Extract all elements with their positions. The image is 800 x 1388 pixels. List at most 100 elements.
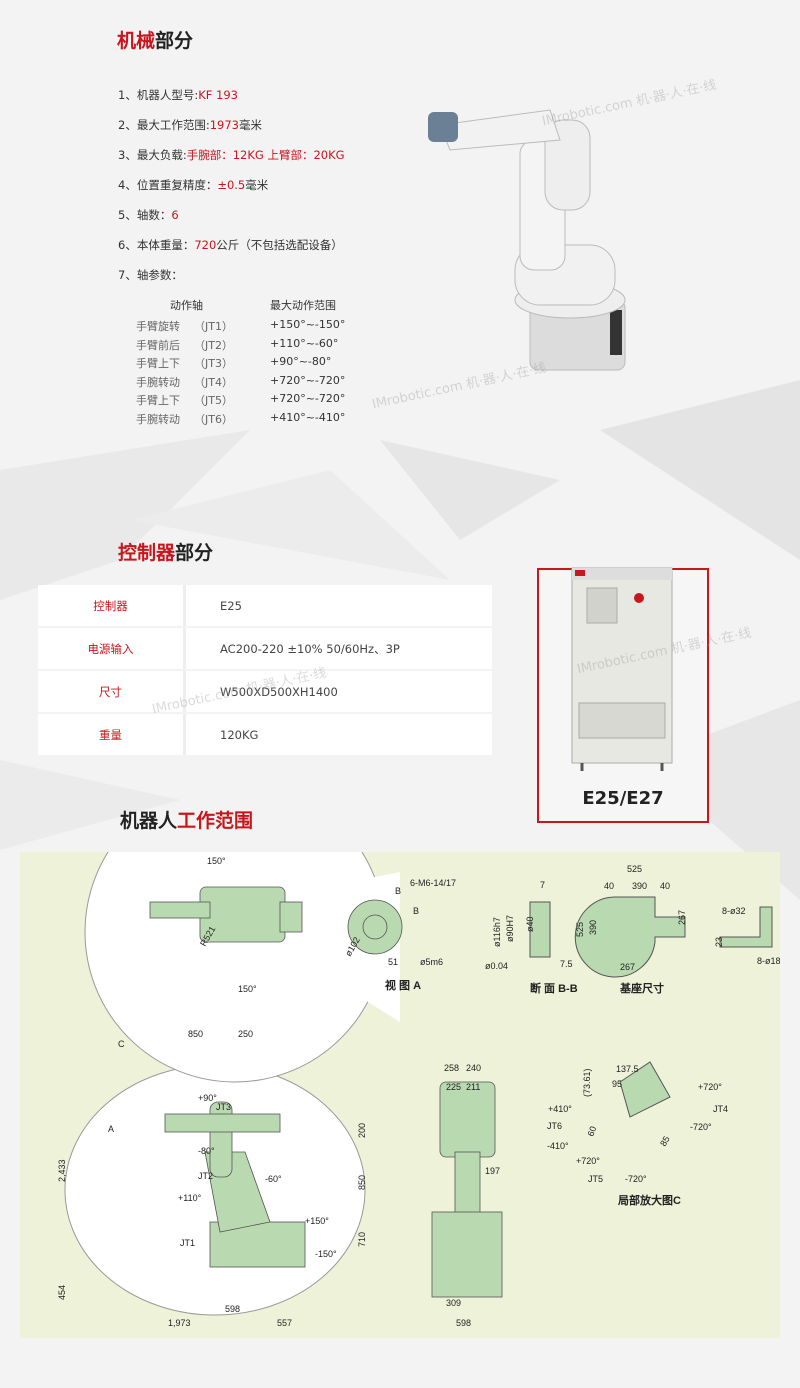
dimension-label: 710 bbox=[357, 1232, 367, 1247]
axis-joint: （JT2） bbox=[194, 338, 233, 352]
dimension-label: 525 bbox=[627, 864, 642, 874]
spec-value: KF 193 bbox=[198, 88, 238, 102]
spec-item: 3、最大负载:手腕部：12KG 上臂部：20KG bbox=[118, 147, 345, 163]
spec-item: 1、机器人型号:KF 193 bbox=[118, 87, 238, 103]
dimension-label: 525 bbox=[575, 922, 585, 937]
dimension-label: 85 bbox=[658, 1134, 672, 1148]
axis-name: 手臂上下 bbox=[136, 394, 180, 407]
dimension-label: +150° bbox=[305, 1216, 329, 1226]
spec-label: 1、机器人型号: bbox=[118, 88, 199, 102]
spec-label: 4、位置重复精度： bbox=[118, 178, 218, 192]
dimension-label: 基座尺寸 bbox=[619, 981, 664, 995]
spec-item: 6、本体重量：720公斤（不包括选配设备） bbox=[118, 237, 343, 253]
spec-label: 2、最大工作范围: bbox=[118, 118, 210, 132]
base-dimensions bbox=[574, 896, 686, 978]
dimension-label: (73.61) bbox=[582, 1068, 592, 1097]
axis-row: 手臂上下（JT5）+720°~-720° bbox=[136, 392, 396, 407]
dimension-label: ø116h7 bbox=[492, 917, 502, 947]
row-key: 控制器 bbox=[38, 585, 186, 626]
dimension-label: -150° bbox=[315, 1249, 337, 1259]
axis-row: 手腕转动 （JT4） +720°~-720° bbox=[136, 373, 396, 389]
row-value: AC200-220 ±10% 50/60Hz、3P bbox=[186, 628, 492, 669]
spec-label: 6、本体重量： bbox=[118, 238, 195, 252]
spec-value: 720 bbox=[194, 238, 217, 252]
row-key: 重量 bbox=[38, 714, 186, 755]
row-value: 120KG bbox=[186, 714, 492, 755]
mech-title-black: 部分 bbox=[155, 30, 194, 52]
axis-joint: （JT6） bbox=[194, 412, 233, 426]
row-value: W500XD500XH1400 bbox=[186, 671, 492, 712]
axis-range: +720°~-720° bbox=[270, 392, 346, 405]
spec-item: 5、轴数：6 bbox=[118, 207, 179, 223]
dimension-label: 断 面 B-B bbox=[530, 981, 578, 995]
dimension-label: -410° bbox=[547, 1141, 569, 1151]
axis-range: +150°~-150° bbox=[270, 318, 346, 331]
spec-value: 6 bbox=[171, 208, 179, 222]
axis-row: 手臂旋转（JT1）+150°~-150° bbox=[136, 318, 396, 333]
robot-front-view bbox=[431, 1081, 503, 1298]
axis-range: +90°~-80° bbox=[270, 355, 332, 368]
axis-row: 手臂上下（JT3）+90°~-80° bbox=[136, 355, 396, 370]
dimension-label: ø40 bbox=[525, 916, 535, 932]
spec-label: 7、轴参数： bbox=[118, 268, 183, 282]
dimension-label: 557 bbox=[277, 1318, 292, 1328]
dimension-label: 7 bbox=[540, 880, 545, 890]
controller-cabinet-image bbox=[571, 567, 673, 771]
dimension-label: +90° bbox=[198, 1093, 217, 1103]
dimension-label: 6-M6-14/17 bbox=[410, 878, 456, 888]
dimension-label: 150° bbox=[238, 984, 257, 994]
row-value: E25 bbox=[186, 585, 492, 626]
dimension-label: 2,433 bbox=[57, 1159, 67, 1182]
base-hole-detail bbox=[719, 906, 773, 948]
robot-side-view bbox=[164, 1101, 306, 1268]
row-key: 电源输入 bbox=[38, 628, 186, 669]
dimension-label: 390 bbox=[632, 881, 647, 891]
axis-name: 手腕转动 bbox=[136, 375, 180, 389]
dimension-label: 598 bbox=[225, 1304, 240, 1314]
dimension-label: 40 bbox=[604, 881, 614, 891]
robot-arm-image bbox=[428, 109, 626, 371]
axis-header-range: 最大动作范围 bbox=[270, 299, 336, 312]
spec-suffix: 毫米 bbox=[238, 118, 262, 132]
dimension-label: 598 bbox=[456, 1318, 471, 1328]
controller-image-frame: E25/E27 bbox=[537, 567, 709, 823]
spec-suffix: 公斤（不包括选配设备） bbox=[216, 238, 343, 252]
dimension-label: 850 bbox=[188, 1029, 203, 1039]
dimension-label: +410° bbox=[548, 1104, 572, 1114]
dimension-label: +720° bbox=[698, 1082, 722, 1092]
spec-label: 5、轴数： bbox=[118, 208, 172, 222]
dimension-label: -80° bbox=[198, 1146, 215, 1156]
view-a-flange bbox=[347, 899, 403, 955]
spec-item: 4、位置重复精度：±0.5毫米 bbox=[118, 177, 268, 193]
dimension-label: 局部放大图C bbox=[617, 1193, 681, 1207]
dimension-label: JT2 bbox=[198, 1171, 213, 1181]
controller-title-red: 控制器 bbox=[118, 542, 176, 564]
dimension-label: 258 bbox=[444, 1063, 459, 1073]
dimension-label: JT4 bbox=[713, 1104, 728, 1114]
axis-row: 手臂前后（JT2）+110°~-60° bbox=[136, 337, 396, 352]
dimension-label: 267 bbox=[620, 962, 635, 972]
row-key: 尺寸 bbox=[38, 671, 186, 712]
axis-name: 手臂前后 bbox=[136, 338, 180, 352]
mech-title-red: 机械 bbox=[117, 30, 156, 52]
dimension-label: 51 bbox=[388, 957, 398, 967]
dimension-label: 211 bbox=[466, 1082, 480, 1092]
spec-item: 7、轴参数： bbox=[118, 267, 183, 283]
axis-joint: （JT4） bbox=[194, 375, 233, 389]
dimension-label: +110° bbox=[178, 1193, 202, 1203]
dimension-label: C bbox=[118, 1039, 125, 1049]
dimension-label: JT1 bbox=[180, 1238, 195, 1248]
dimension-label: ø5m6 bbox=[420, 957, 443, 967]
dimension-label: 150° bbox=[207, 856, 226, 866]
axis-range: +720°~-720° bbox=[270, 373, 346, 387]
range-title-red: 工作范围 bbox=[177, 810, 254, 832]
dimension-label: 225 bbox=[446, 1082, 461, 1092]
dimension-label: +720° bbox=[576, 1156, 600, 1166]
dimension-label: -720° bbox=[625, 1174, 647, 1184]
axis-name: 手腕转动 bbox=[136, 412, 180, 426]
